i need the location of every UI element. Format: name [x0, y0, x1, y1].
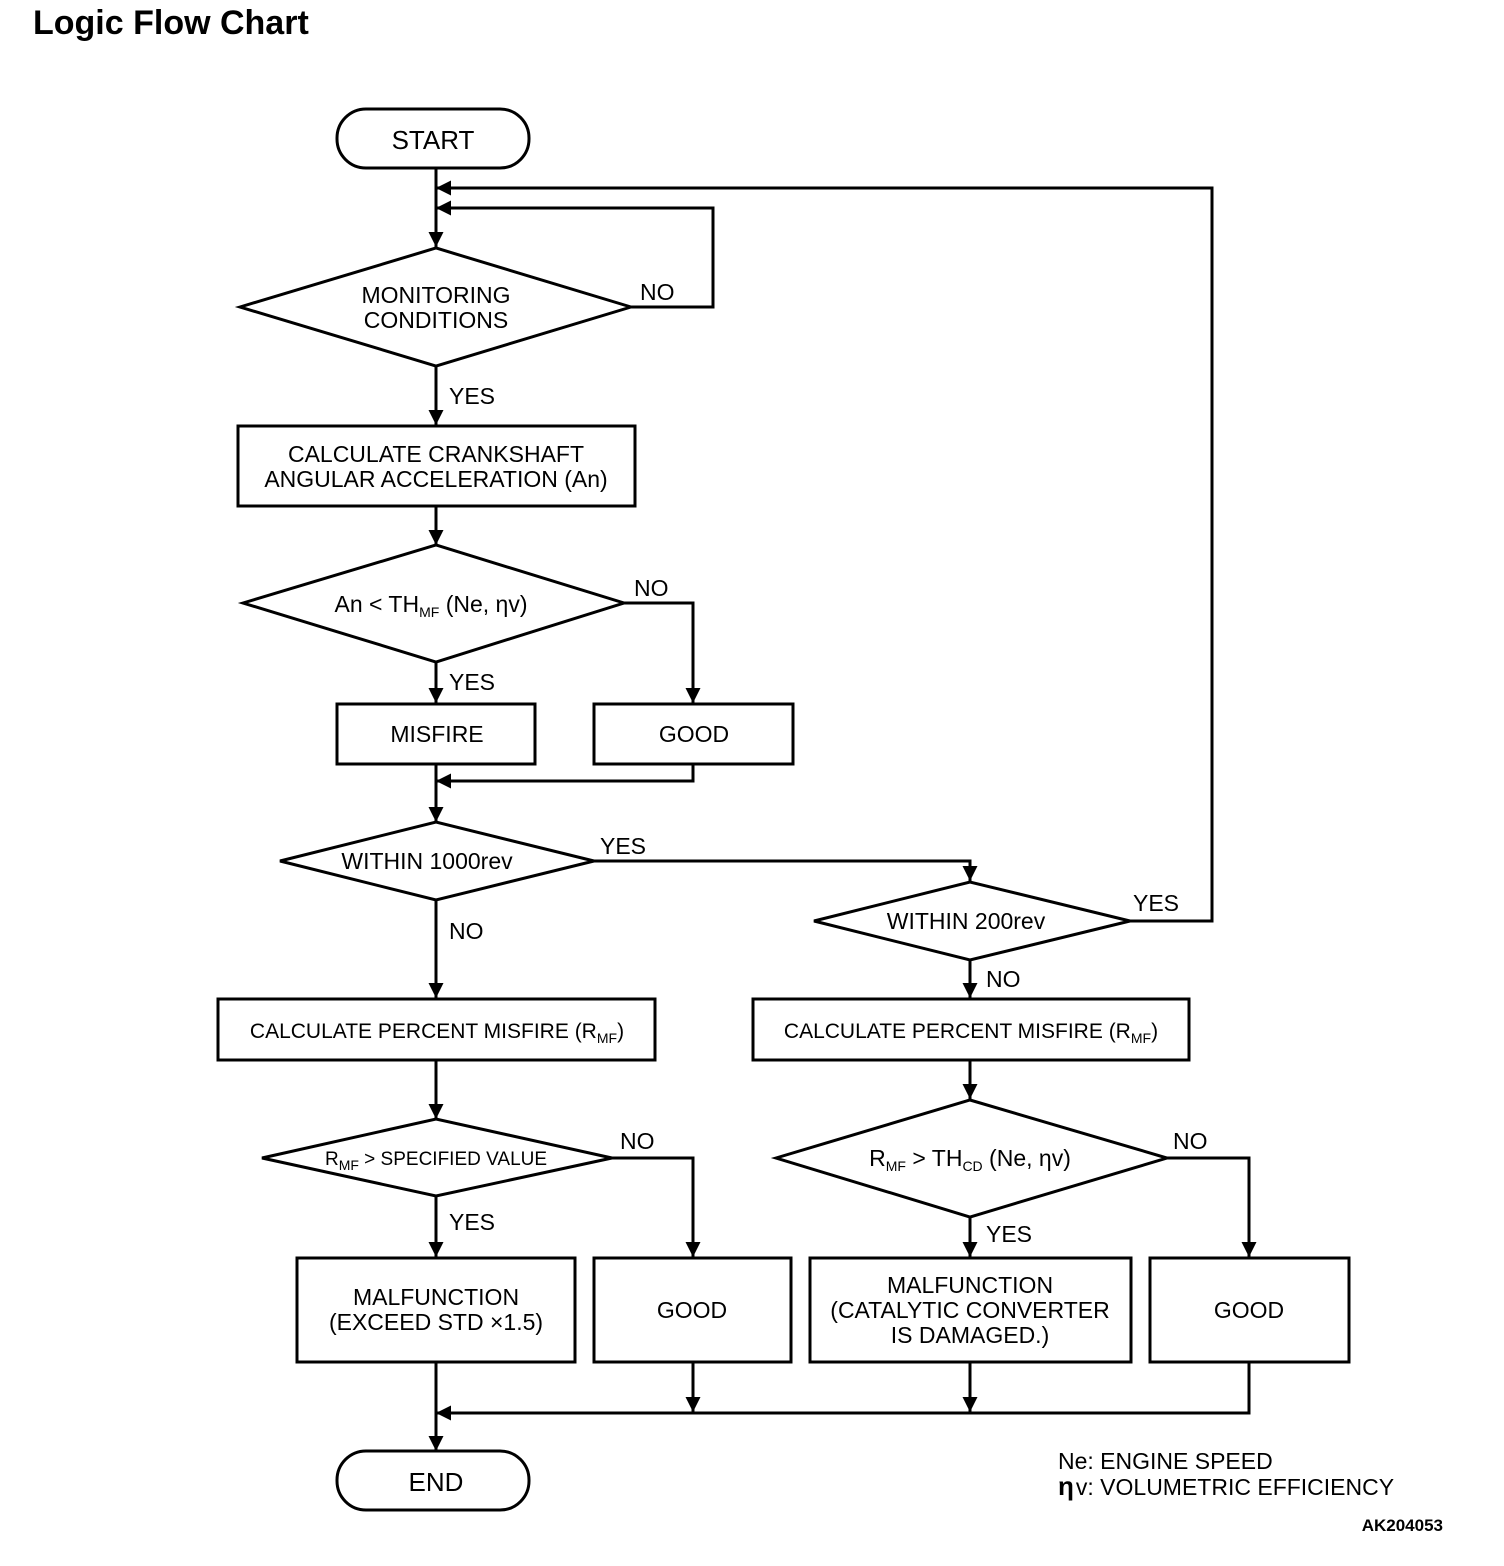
malfunction2-box	[808, 1256, 1133, 1364]
rmf-th-no-label: NO	[1173, 1128, 1208, 1154]
misfire-label: MISFIRE	[390, 721, 483, 747]
arrow-rmf-th-no	[1167, 1156, 1257, 1257]
an-check-yes-label: YES	[449, 669, 495, 695]
arrow-merge-bottom	[436, 1362, 1251, 1421]
rmf-spec-label: RMF > SPECIFIED VALUE	[325, 1149, 547, 1173]
within1000-yes-label: YES	[600, 833, 646, 859]
rmf-th-decision	[770, 1098, 1173, 1219]
rmf-spec-yes-label: YES	[449, 1209, 495, 1235]
an-check-decision	[237, 543, 630, 664]
calc-accel-label-line1: CALCULATE CRANKSHAFT	[288, 441, 584, 467]
rmf-th-label: RMF > THCD (Ne, ηv)	[869, 1145, 1071, 1174]
good3-label: GOOD	[1214, 1297, 1284, 1323]
within200-no-label: NO	[986, 966, 1021, 992]
start-label: START	[392, 125, 475, 155]
within200-yes-label: YES	[1133, 890, 1179, 916]
malfunction2-label-line1: MALFUNCTION	[887, 1272, 1053, 1298]
within1000-label: WITHIN 1000rev	[341, 848, 513, 874]
malfunction1-label-line2: (EXCEED STD ×1.5)	[329, 1309, 543, 1335]
rmf-spec-no-label: NO	[620, 1128, 655, 1154]
arrow-within1000-yes	[594, 859, 978, 881]
rmf-th-yes-label: YES	[986, 1221, 1032, 1247]
within1000-no-label: NO	[449, 918, 484, 944]
malfunction2-label-line2: (CATALYTIC CONVERTER	[830, 1297, 1109, 1323]
legend-ne: Ne: ENGINE SPEED	[1058, 1448, 1273, 1474]
calc-pct-right-process	[751, 997, 1191, 1062]
good1-label: GOOD	[659, 721, 729, 747]
malfunction1-label-line1: MALFUNCTION	[353, 1284, 519, 1310]
good1-box	[592, 702, 795, 766]
monitoring-label-line2: CONDITIONS	[364, 307, 508, 333]
end-label: END	[409, 1467, 464, 1497]
calc-pct-left-process	[216, 997, 657, 1062]
arrow-within200-yes-loop	[436, 180, 1214, 923]
start-terminal	[335, 107, 531, 170]
good2-box	[592, 1256, 793, 1364]
rmf-spec-decision	[261, 1117, 613, 1198]
calc-accel-label-line2: ANGULAR ACCELERATION (An)	[264, 466, 607, 492]
calc-accel-process	[236, 424, 637, 508]
malfunction2-label-line3: IS DAMAGED.)	[891, 1322, 1049, 1348]
arrow-good1-merge	[436, 764, 695, 789]
figure-code: AK204053	[1362, 1516, 1443, 1535]
page-title: Logic Flow Chart	[33, 4, 309, 42]
calc-pct-left-label: CALCULATE PERCENT MISFIRE (RMF)	[250, 1020, 624, 1046]
legend-eta: ηv: VOLUMETRIC EFFICIENCY	[1058, 1471, 1394, 1501]
monitoring-decision	[234, 246, 637, 368]
end-terminal	[335, 1449, 531, 1512]
arrow-rmf-spec-no	[612, 1156, 701, 1257]
misfire-box	[335, 702, 537, 766]
an-check-label: An < THMF (Ne, ηv)	[335, 591, 528, 620]
within1000-decision	[279, 820, 595, 902]
within200-decision	[813, 880, 1131, 962]
good3-box	[1148, 1256, 1351, 1364]
calc-pct-right-label: CALCULATE PERCENT MISFIRE (RMF)	[784, 1020, 1158, 1046]
arrow-an-check-no	[624, 601, 701, 703]
monitoring-label-line1: MONITORING	[361, 282, 510, 308]
arrow-monitoring-no-loop	[436, 200, 715, 309]
connectors	[428, 168, 1257, 1451]
good2-label: GOOD	[657, 1297, 727, 1323]
malfunction1-box	[295, 1256, 577, 1364]
within200-label: WITHIN 200rev	[887, 908, 1046, 934]
monitoring-no-label: NO	[640, 279, 675, 305]
an-check-no-label: NO	[634, 575, 669, 601]
monitoring-yes-label: YES	[449, 383, 495, 409]
